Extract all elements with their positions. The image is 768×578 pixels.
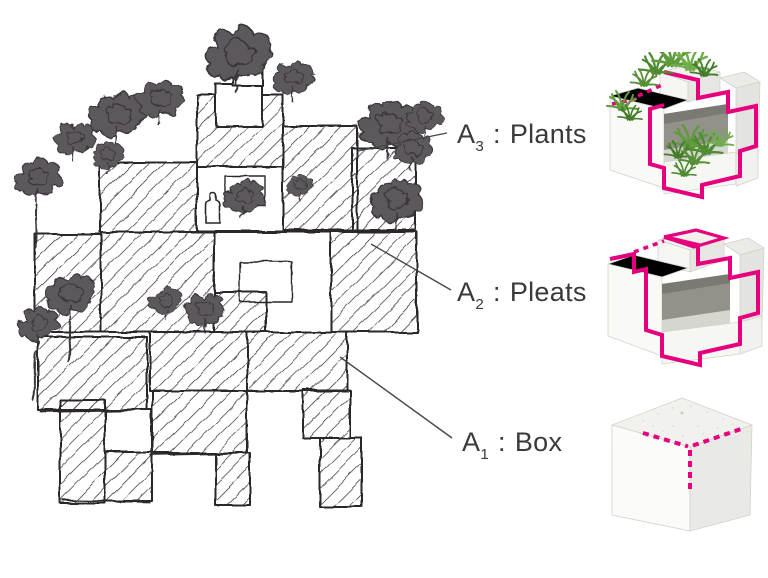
callout-line-a3: [357, 132, 448, 152]
callout-a2-pleats: A2: Pleats: [457, 276, 587, 312]
callout-a1-box: A1: Box: [462, 426, 563, 462]
callout-a3-subscript: 3: [475, 138, 485, 156]
callout-a2-letter: A: [457, 277, 476, 307]
callout-line-a1: [339, 356, 453, 439]
callout-a2-separator: :: [493, 277, 501, 307]
callout-a3-plants: A3: Plants: [457, 118, 587, 154]
callout-a3-letter: A: [457, 119, 476, 149]
foam-block-box: [611, 397, 753, 532]
callout-a2-name: Pleats: [509, 277, 587, 307]
callout-a3-name: Plants: [509, 119, 587, 149]
callout-a1-letter: A: [462, 427, 481, 457]
sketch-person-figure: [205, 192, 221, 224]
callout-lines: [339, 132, 453, 439]
callout-a1-subscript: 1: [480, 446, 490, 464]
foam-speckles: [642, 405, 734, 437]
photo-model-plants: [606, 52, 761, 200]
callout-line-a2: [370, 243, 452, 291]
photo-model-pleats: [607, 228, 765, 368]
photo-model-box: [611, 397, 753, 532]
pleat-outline-pleats: [609, 228, 760, 368]
callout-a2-subscript: 2: [475, 296, 485, 314]
callout-a3-separator: :: [493, 119, 501, 149]
dashed-corner-outline-box: [642, 427, 742, 492]
callout-a1-name: Box: [514, 427, 563, 457]
callout-a1-separator: :: [498, 427, 506, 457]
